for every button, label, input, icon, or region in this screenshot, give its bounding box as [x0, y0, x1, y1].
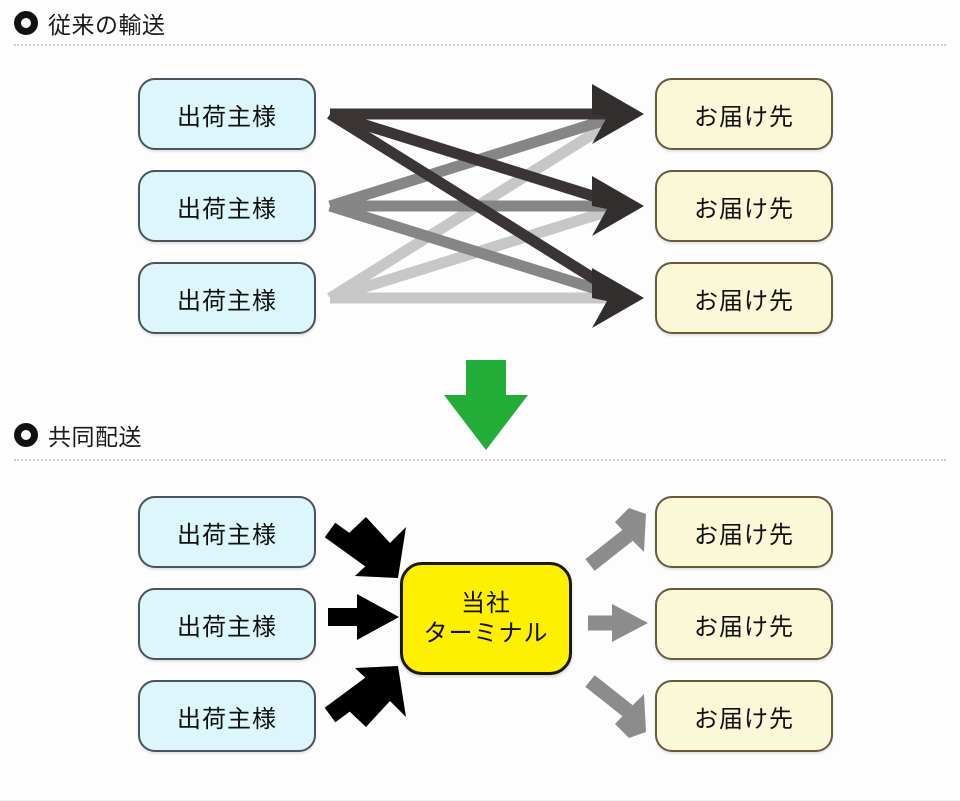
- joint-destination-box-2[interactable]: お届け先: [655, 588, 833, 660]
- shipper-box-1[interactable]: 出荷主様: [138, 78, 316, 150]
- outbound-arrow-shaft: [585, 675, 633, 717]
- shipper-label: 出荷主様: [177, 521, 277, 549]
- shipper-label: 出荷主様: [177, 287, 277, 315]
- shipper-box-2[interactable]: 出荷主様: [138, 170, 316, 242]
- arrowhead-icon: [592, 268, 644, 328]
- joint-shipper-box-1[interactable]: 出荷主様: [138, 496, 316, 568]
- joint-shipper-box-3[interactable]: 出荷主様: [138, 680, 316, 752]
- shipper-label: 出荷主様: [177, 195, 277, 223]
- route-line: [327, 109, 628, 303]
- route-group-shipper-3: [327, 109, 628, 304]
- inbound-arrow-group: [324, 522, 386, 723]
- terminal-label-line1: 当社: [461, 589, 511, 617]
- inbound-arrowheads: [348, 517, 406, 727]
- section-title-conventional: 従来の輸送: [48, 12, 166, 38]
- outbound-arrowheads: [612, 508, 648, 738]
- route-group-shipper-1: [327, 108, 628, 303]
- route-group-shipper-2: [328, 108, 627, 304]
- ring-bullet-icon: [14, 11, 38, 35]
- destination-label: お届け先: [694, 287, 794, 315]
- destination-box-3[interactable]: お届け先: [655, 262, 833, 334]
- destination-box-1[interactable]: お届け先: [655, 78, 833, 150]
- route-line: [327, 109, 628, 303]
- route-line: [328, 200, 627, 304]
- arrowhead-icon: [612, 604, 648, 642]
- section-divider-joint: [14, 459, 946, 461]
- route-line: [328, 108, 627, 212]
- section-header-joint: 共同配送: [14, 420, 142, 450]
- destination-box-2[interactable]: お届け先: [655, 170, 833, 242]
- arrowhead-icon: [357, 594, 399, 640]
- shipper-label: 出荷主様: [177, 103, 277, 131]
- shipper-box-3[interactable]: 出荷主様: [138, 262, 316, 334]
- destination-label: お届け先: [694, 103, 794, 131]
- joint-shipper-box-2[interactable]: 出荷主様: [138, 588, 316, 660]
- inbound-arrow-shaft: [324, 670, 386, 723]
- section-header-conventional: 従来の輸送: [14, 8, 166, 38]
- shipper-label: 出荷主様: [177, 705, 277, 733]
- section-divider-conventional: [14, 44, 946, 46]
- route-arrowheads: [592, 84, 644, 328]
- arrowhead-icon: [615, 694, 646, 738]
- terminal-box[interactable]: 当社 ターミナル: [400, 562, 572, 675]
- route-line: [328, 108, 627, 212]
- section-title-joint: 共同配送: [48, 424, 142, 450]
- arrowhead-icon: [592, 176, 644, 236]
- route-line: [328, 200, 627, 304]
- destination-label: お届け先: [694, 195, 794, 223]
- arrowhead-icon: [348, 666, 406, 727]
- outbound-arrow-shaft: [585, 529, 633, 571]
- shipper-label: 出荷主様: [177, 613, 277, 641]
- down-arrow-icon: [444, 360, 528, 450]
- joint-destination-box-1[interactable]: お届け先: [655, 496, 833, 568]
- destination-label: お届け先: [694, 613, 794, 641]
- ring-bullet-icon: [14, 423, 38, 447]
- arrowhead-icon: [592, 84, 644, 144]
- joint-destination-box-3[interactable]: お届け先: [655, 680, 833, 752]
- outbound-arrow-group: [585, 529, 633, 717]
- arrowhead-icon: [348, 517, 406, 578]
- terminal-label-line2: ターミナル: [423, 619, 549, 647]
- destination-label: お届け先: [694, 705, 794, 733]
- destination-label: お届け先: [694, 521, 794, 549]
- inbound-arrow-shaft: [324, 522, 386, 574]
- arrowhead-icon: [615, 508, 646, 552]
